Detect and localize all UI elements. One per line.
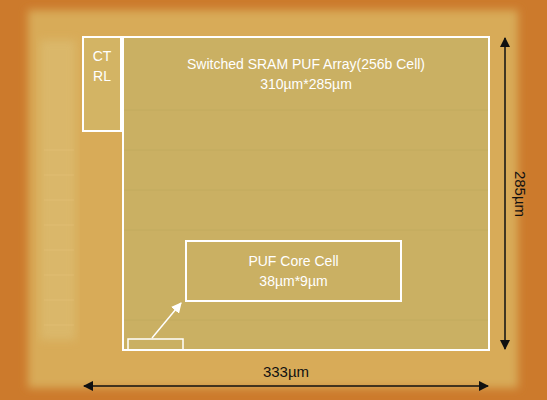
node-text: 38µm*9µm: [259, 271, 327, 291]
zoom-arrow: [152, 303, 181, 338]
node-text: CT RL: [90, 46, 114, 86]
control-box: CT RL: [82, 36, 122, 132]
node-text: 310µm*285µm: [260, 74, 352, 94]
array-rows: [124, 110, 488, 320]
core-cell-outline: [128, 339, 183, 350]
width-dimension: [84, 385, 488, 387]
node-text: Switched SRAM PUF Array(256b Cell): [187, 54, 425, 74]
height-dimension: [504, 38, 506, 349]
pad-stripes: [44, 150, 74, 325]
array-box: Switched SRAM PUF Array(256b Cell)310µm*…: [122, 36, 490, 351]
array-region: [124, 38, 488, 349]
die-area: [28, 10, 518, 388]
core-cell-box: PUF Core Cell38µm*9µm: [185, 240, 402, 302]
dimension-label: 333µm: [263, 363, 309, 381]
ctrl-region: [84, 38, 120, 130]
node-text: PUF Core Cell: [248, 251, 338, 271]
dimension-label: 285µm: [511, 171, 529, 217]
pad-column: [40, 40, 76, 340]
